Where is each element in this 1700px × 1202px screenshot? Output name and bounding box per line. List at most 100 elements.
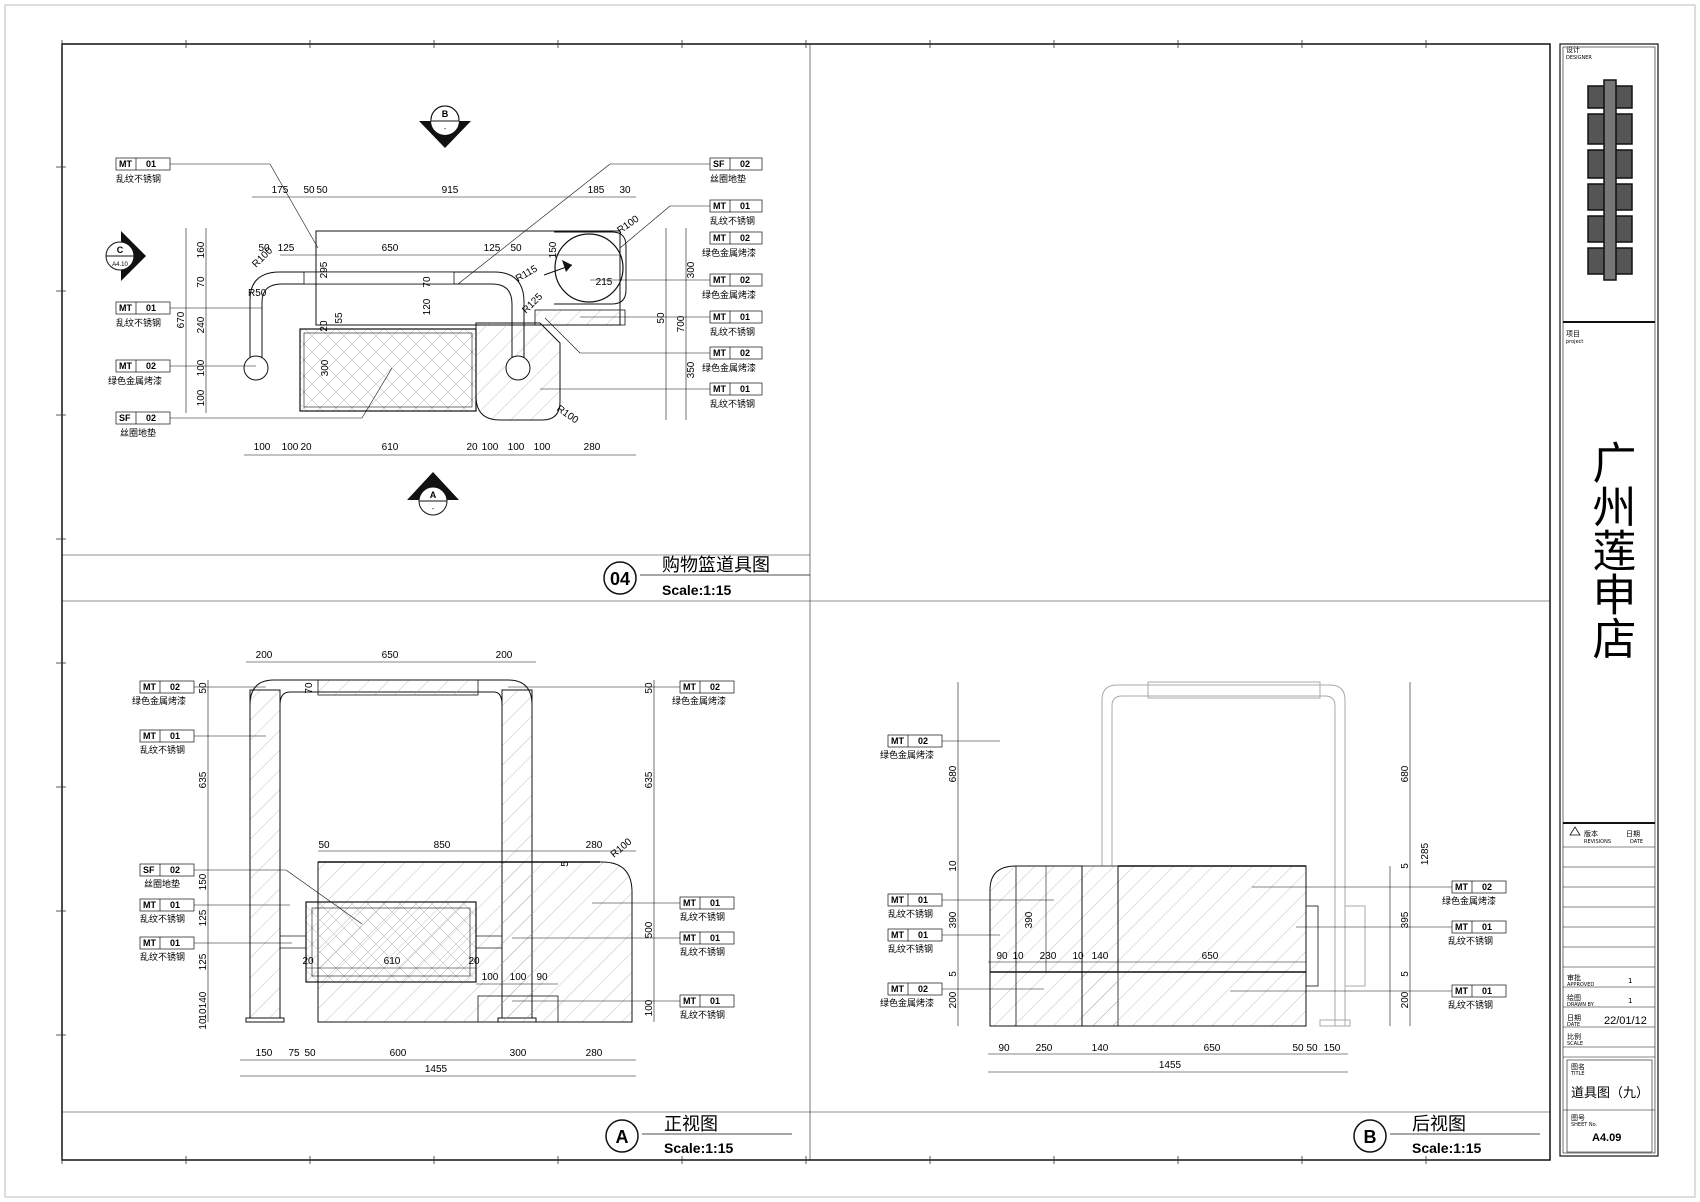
project-label: 项目 [1566, 330, 1580, 338]
svg-text:MT: MT [713, 312, 726, 322]
section-marker-c: C A4.10 [105, 231, 146, 281]
svg-text:绿色金属烤漆: 绿色金属烤漆 [132, 695, 186, 706]
svg-text:10: 10 [948, 860, 959, 872]
svg-text:240: 240 [196, 316, 207, 333]
svg-text:丝圈地垫: 丝圈地垫 [120, 427, 156, 438]
svg-text:02: 02 [918, 736, 928, 746]
svg-text:1455: 1455 [1159, 1060, 1182, 1071]
svg-text:SF: SF [713, 159, 725, 169]
section-marker-a: A - [407, 472, 459, 516]
svg-text:MT: MT [119, 303, 132, 313]
svg-text:乱纹不锈钢: 乱纹不锈钢 [1448, 935, 1493, 946]
section-c-top: C [117, 245, 124, 255]
approved-value: 1 [1628, 977, 1632, 985]
designer-logo [1587, 79, 1633, 281]
svg-text:650: 650 [382, 243, 399, 254]
title-label-en: TITLE [1570, 1071, 1585, 1077]
svg-text:MT: MT [891, 984, 904, 994]
svg-text:50: 50 [644, 682, 655, 694]
svg-text:5: 5 [1400, 971, 1411, 977]
back-view-letter: B [1364, 1127, 1377, 1147]
svg-text:915: 915 [442, 185, 459, 196]
svg-text:50: 50 [1292, 1043, 1304, 1054]
svg-text:5: 5 [1400, 863, 1411, 869]
svg-text:01: 01 [918, 895, 928, 905]
revision-label: 版本 [1584, 829, 1598, 838]
svg-text:55: 55 [334, 312, 345, 324]
svg-text:280: 280 [584, 442, 601, 453]
svg-text:乱纹不锈钢: 乱纹不锈钢 [140, 951, 185, 962]
svg-text:100: 100 [282, 442, 299, 453]
svg-text:100: 100 [254, 442, 271, 453]
svg-text:100: 100 [196, 359, 207, 376]
svg-text:50: 50 [198, 682, 209, 694]
svg-text:02: 02 [740, 275, 750, 285]
svg-text:280: 280 [586, 1048, 603, 1059]
section-c-bottom: A4.10 [112, 262, 128, 268]
svg-text:01: 01 [170, 900, 180, 910]
section-b-top: B [442, 109, 449, 119]
back-view: 680 10 390 5 200 390 90 10 230 10 140 65… [880, 681, 1507, 1073]
svg-text:650: 650 [1202, 951, 1219, 962]
svg-text:390: 390 [948, 911, 959, 928]
revision-triangle-icon [1569, 826, 1581, 836]
svg-text:MT: MT [891, 930, 904, 940]
svg-text:乱纹不锈钢: 乱纹不锈钢 [680, 946, 725, 957]
svg-text:MT: MT [713, 384, 726, 394]
svg-text:R100: R100 [609, 836, 635, 860]
svg-text:635: 635 [644, 771, 655, 788]
revision-date-label-en: DATE [1630, 839, 1643, 845]
svg-text:90: 90 [998, 1043, 1010, 1054]
drawn-by-label-en: DRAWN BY [1567, 1002, 1595, 1008]
svg-text:MT: MT [713, 348, 726, 358]
svg-text:610: 610 [382, 442, 399, 453]
svg-text:600: 600 [390, 1048, 407, 1059]
scale-label-en: SCALE [1567, 1041, 1583, 1047]
svg-text:120: 120 [422, 298, 433, 315]
svg-text:70: 70 [196, 276, 207, 288]
svg-text:01: 01 [1482, 986, 1492, 996]
svg-text:MT: MT [119, 361, 132, 371]
svg-text:MT: MT [1455, 922, 1468, 932]
project-label-en: project [1566, 339, 1583, 345]
svg-text:215: 215 [596, 277, 613, 288]
svg-text:MT: MT [143, 682, 156, 692]
svg-text:02: 02 [146, 361, 156, 371]
back-view-scale: Scale:1:15 [1412, 1140, 1481, 1156]
svg-text:MT: MT [143, 731, 156, 741]
plan-view-scale: Scale:1:15 [662, 582, 731, 598]
front-view-letter: A [616, 1127, 629, 1147]
svg-text:01: 01 [740, 384, 750, 394]
svg-text:650: 650 [1204, 1043, 1221, 1054]
svg-text:100: 100 [196, 389, 207, 406]
svg-text:01: 01 [710, 898, 720, 908]
front-dimensions: 200 650 200 50 850 280 20 610 20 100 100… [198, 650, 655, 1075]
svg-text:160: 160 [196, 241, 207, 258]
svg-text:02: 02 [710, 682, 720, 692]
svg-text:100: 100 [482, 442, 499, 453]
svg-text:乱纹不锈钢: 乱纹不锈钢 [680, 911, 725, 922]
front-view: 200 650 200 50 850 280 20 610 20 100 100… [132, 650, 735, 1077]
svg-text:10: 10 [198, 1008, 209, 1020]
section-marker-b: B - [419, 105, 471, 148]
svg-text:150: 150 [256, 1048, 273, 1059]
svg-text:50: 50 [303, 185, 315, 196]
svg-text:SF: SF [119, 413, 131, 423]
svg-text:20: 20 [300, 442, 312, 453]
svg-text:395: 395 [1400, 911, 1411, 928]
svg-text:100: 100 [508, 442, 525, 453]
svg-text:02: 02 [918, 984, 928, 994]
svg-text:185: 185 [588, 185, 605, 196]
svg-text:SF: SF [143, 865, 155, 875]
svg-text:70: 70 [304, 682, 315, 694]
svg-text:绿色金属烤漆: 绿色金属烤漆 [880, 749, 934, 760]
svg-text:300: 300 [686, 261, 697, 278]
svg-text:MT: MT [683, 996, 696, 1006]
section-b-bottom: - [444, 126, 447, 133]
title-block: 设计 DESIGNER 项目 project 广州莲申店 版本 REVISION… [1559, 43, 1659, 1157]
svg-text:01: 01 [170, 731, 180, 741]
sheet-no-label: 图号 [1571, 1114, 1585, 1122]
svg-text:01: 01 [1482, 922, 1492, 932]
